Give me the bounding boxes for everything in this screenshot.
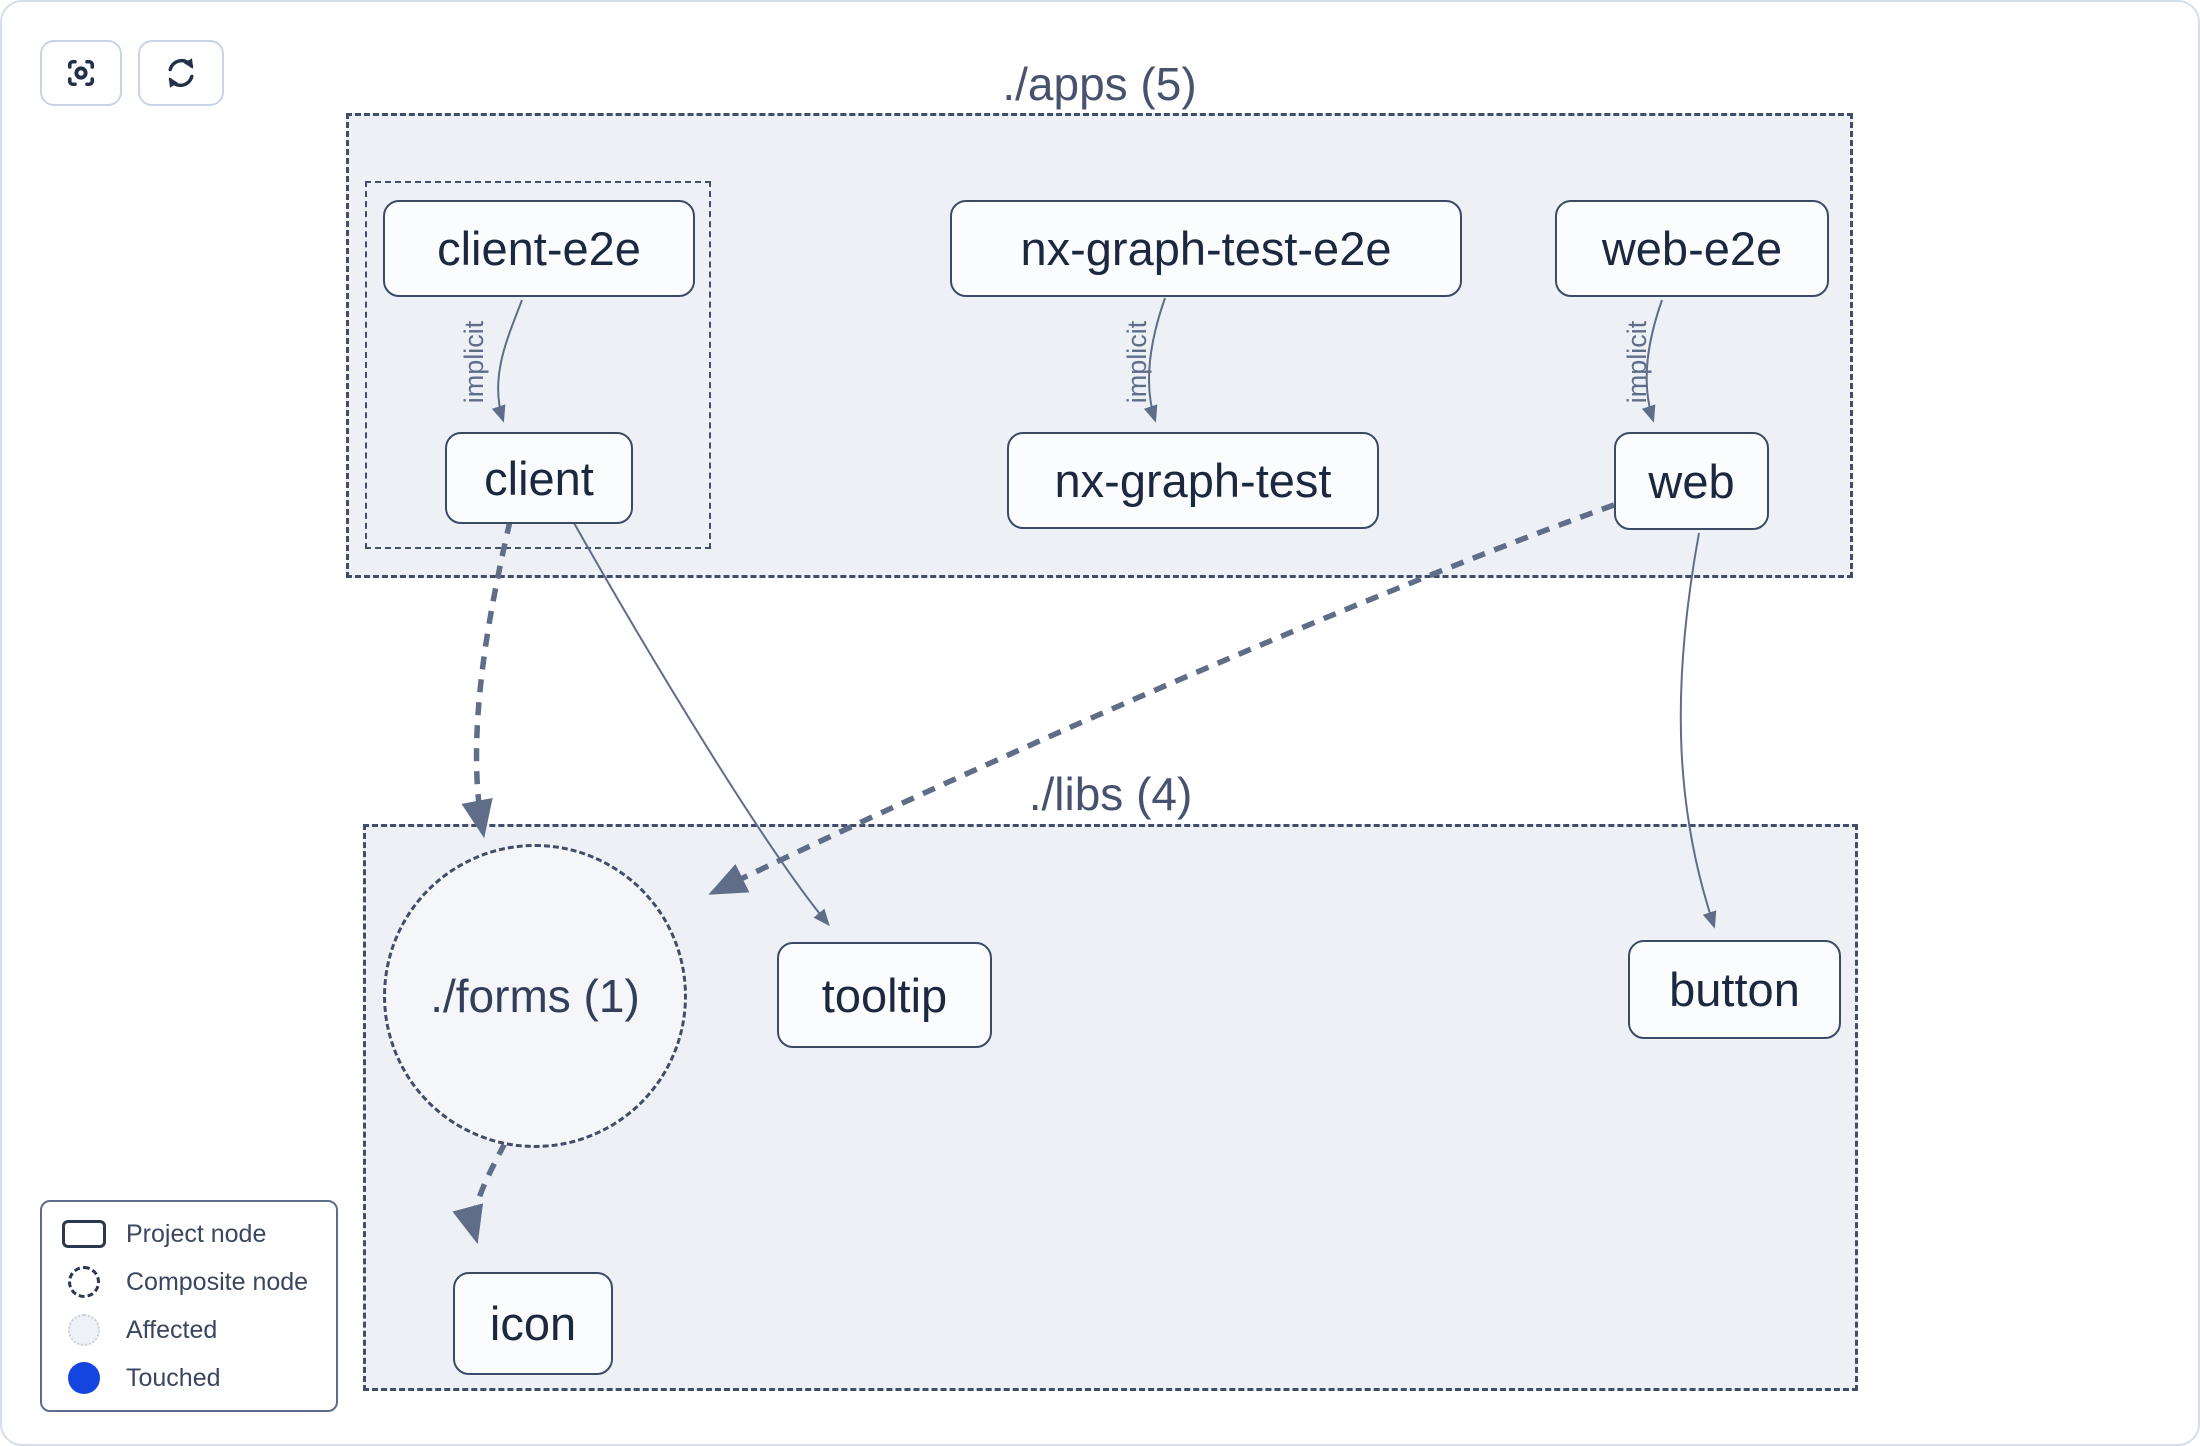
node-icon[interactable]: icon — [453, 1272, 613, 1375]
node-label: nx-graph-test-e2e — [1020, 222, 1392, 275]
edge-label-implicit: implicit — [1622, 320, 1652, 403]
node-label: icon — [489, 1297, 577, 1350]
node-label: nx-graph-test — [1054, 454, 1332, 507]
node-nx-graph-test-e2e[interactable]: nx-graph-test-e2e — [950, 200, 1462, 297]
edge-client-to-tooltip — [569, 515, 830, 927]
project-node-swatch-icon — [58, 1220, 110, 1248]
legend-label: Project node — [126, 1219, 267, 1248]
affected-swatch-icon — [58, 1314, 110, 1346]
node-button[interactable]: button — [1628, 940, 1841, 1039]
node-client-e2e[interactable]: client-e2e — [383, 200, 695, 297]
legend-item-touched: Touched — [58, 1359, 336, 1397]
node-nx-graph-test[interactable]: nx-graph-test — [1007, 432, 1379, 529]
edge-label-implicit: implicit — [459, 320, 489, 403]
node-client[interactable]: client — [445, 432, 633, 524]
node-label: web — [1648, 454, 1735, 508]
node-web-e2e[interactable]: web-e2e — [1555, 200, 1829, 297]
node-label: button — [1669, 963, 1800, 1016]
node-web[interactable]: web — [1614, 432, 1769, 530]
edge-client-to-forms — [461, 520, 513, 839]
node-label: web-e2e — [1601, 222, 1783, 275]
composite-node-forms-label: ./forms (1) — [430, 970, 640, 1022]
node-label: client-e2e — [437, 222, 641, 275]
group-apps-label: ./apps (5) — [1002, 58, 1197, 110]
composite-node-forms[interactable]: ./forms (1) — [383, 844, 687, 1148]
focus-target-icon — [63, 55, 99, 91]
edge-web-to-forms — [708, 502, 1615, 895]
legend-label: Touched — [126, 1363, 221, 1392]
node-label: tooltip — [821, 968, 948, 1022]
legend-item-affected: Affected — [58, 1311, 336, 1349]
edge-client-e2e-to-client — [491, 299, 523, 423]
edge-label-implicit: implicit — [1122, 320, 1152, 403]
refresh-icon — [162, 54, 200, 92]
legend-item-composite-node: Composite node — [58, 1263, 336, 1301]
node-tooltip[interactable]: tooltip — [777, 942, 992, 1048]
node-label: client — [484, 451, 594, 505]
legend-label: Affected — [126, 1315, 218, 1344]
refresh-button[interactable] — [138, 40, 224, 106]
edge-nx-graph-test-e2e-to-nx-graph-test — [1143, 297, 1166, 423]
edge-web-e2e-to-web — [1641, 299, 1663, 423]
group-libs-label: ./libs (4) — [1028, 768, 1193, 820]
composite-node-swatch-icon — [58, 1266, 110, 1298]
legend-panel: Project node Composite node Affected Tou… — [40, 1200, 338, 1412]
touched-swatch-icon — [58, 1362, 110, 1394]
legend-label: Composite node — [126, 1267, 309, 1296]
edge-forms-to-icon — [452, 1141, 508, 1245]
edge-web-to-button — [1679, 532, 1717, 929]
legend-item-project-node: Project node — [58, 1215, 336, 1253]
focus-button[interactable] — [40, 40, 122, 106]
